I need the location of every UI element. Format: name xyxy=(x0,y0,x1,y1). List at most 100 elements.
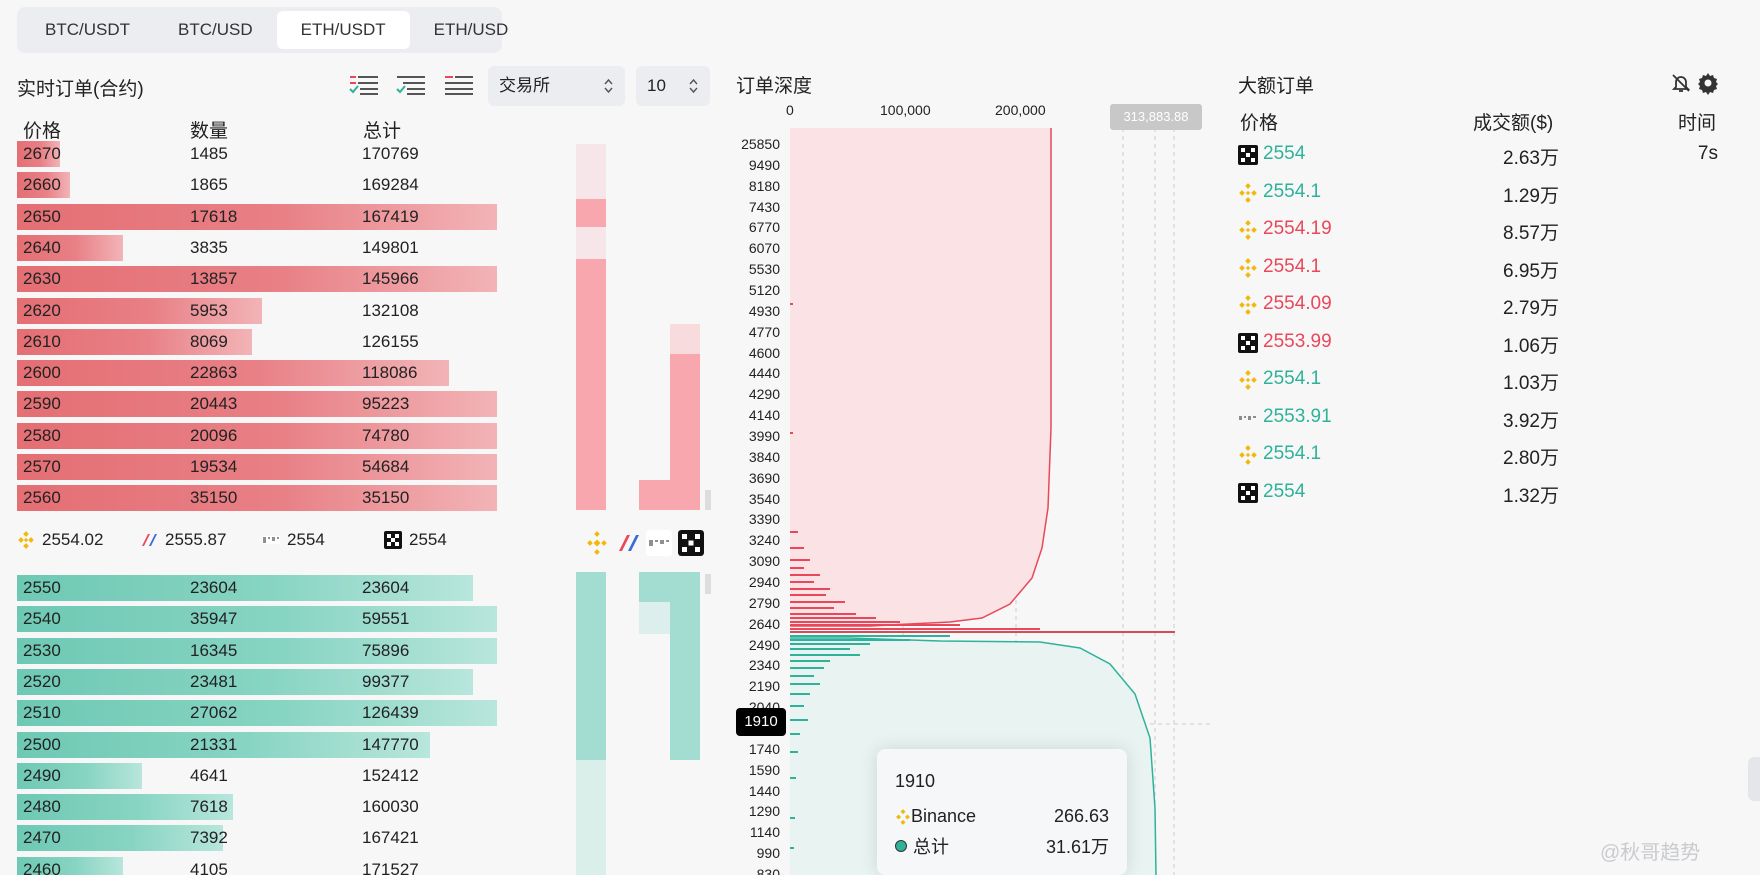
bid-price: 2540 xyxy=(23,609,61,629)
ask-qty: 3835 xyxy=(190,237,228,257)
depth-tooltip: 1910 Binance 266.63 总计 31.61万 xyxy=(877,749,1127,875)
ask-qty: 1865 xyxy=(190,175,228,195)
bybit-icon xyxy=(1239,416,1256,419)
ask-qty: 20443 xyxy=(190,394,238,414)
depth-price-label: 3990 xyxy=(748,428,780,444)
ask-total: 145966 xyxy=(362,269,419,289)
exchange-price-bitmex: 2555.87 xyxy=(140,530,226,550)
ask-price: 2560 xyxy=(23,488,61,508)
bid-qty: 7392 xyxy=(190,828,228,848)
pair-tabs: BTC/USDT BTC/USD ETH/USDT ETH/USD xyxy=(17,7,508,53)
big-order-amount: 1.32万 xyxy=(1503,485,1559,507)
bid-price: 2460 xyxy=(23,859,61,875)
scroll-thumb[interactable] xyxy=(705,574,711,594)
okx-filter-icon[interactable] xyxy=(678,530,704,556)
ask-depth-bar xyxy=(17,234,123,261)
view-asks-icon[interactable] xyxy=(443,73,475,97)
ask-qty: 17618 xyxy=(190,206,238,226)
bell-off-icon[interactable] xyxy=(1670,72,1692,94)
bid-price: 2480 xyxy=(23,797,61,817)
bid-mini-bar xyxy=(670,602,700,760)
big-order-amount: 2.63万 xyxy=(1503,148,1559,169)
bid-depth-bar xyxy=(17,575,473,601)
bitmex-filter-icon[interactable] xyxy=(616,530,642,556)
ask-price: 2660 xyxy=(23,175,61,195)
view-bids-icon[interactable] xyxy=(395,73,427,97)
tab-btc-usd[interactable]: BTC/USD xyxy=(178,20,253,39)
big-order-amount: 2.79万 xyxy=(1503,298,1559,319)
depth-price-label: 2340 xyxy=(748,657,780,674)
bid-total: 160030 xyxy=(362,797,419,817)
tab-eth-usd[interactable]: ETH/USD xyxy=(433,20,509,39)
bid-qty: 23481 xyxy=(190,671,238,691)
ask-qty: 5953 xyxy=(190,300,228,320)
depth-price-label: 4440 xyxy=(748,365,780,382)
ask-mini-bar xyxy=(576,259,606,510)
tab-eth-usdt[interactable]: ETH/USDT xyxy=(276,11,410,49)
count-select-value: 10 xyxy=(647,76,666,95)
view-both-icon[interactable] xyxy=(348,73,380,97)
scroll-thumb[interactable] xyxy=(705,490,711,510)
ask-depth-bar xyxy=(17,203,497,230)
side-panel-handle[interactable] xyxy=(1748,757,1760,801)
select-arrows-icon xyxy=(689,78,698,94)
big-order-amount: 8.57万 xyxy=(1503,223,1559,244)
ask-depth-bar xyxy=(17,266,497,293)
bybit-filter-icon[interactable] xyxy=(646,530,672,556)
bid-depth-bar xyxy=(17,668,473,695)
count-select[interactable]: 10 xyxy=(636,66,710,106)
bid-total: 23604 xyxy=(362,578,410,597)
binance-icon xyxy=(896,808,910,825)
bid-depth-bar xyxy=(17,731,430,758)
depth-price-label: 6770 xyxy=(748,219,780,236)
bybit-icon xyxy=(262,536,280,544)
bid-total: 59551 xyxy=(362,609,410,629)
depth-price-label: 990 xyxy=(756,845,780,862)
bid-total: 147770 xyxy=(362,734,419,754)
bid-qty: 16345 xyxy=(190,640,238,660)
settings-gear-icon[interactable] xyxy=(1696,71,1720,95)
binance-filter-icon[interactable] xyxy=(584,530,610,556)
ask-total: 170769 xyxy=(362,144,419,163)
bid-price: 2470 xyxy=(23,828,61,848)
total-dot-icon xyxy=(895,840,907,852)
depth-price-label: 2940 xyxy=(748,574,780,590)
ask-qty: 13857 xyxy=(190,269,238,289)
binance-icon xyxy=(18,531,34,549)
tab-btc-usdt[interactable]: BTC/USDT xyxy=(45,20,130,39)
ask-mini-bar xyxy=(670,324,700,354)
exchange-select[interactable]: 交易所 xyxy=(488,66,625,106)
